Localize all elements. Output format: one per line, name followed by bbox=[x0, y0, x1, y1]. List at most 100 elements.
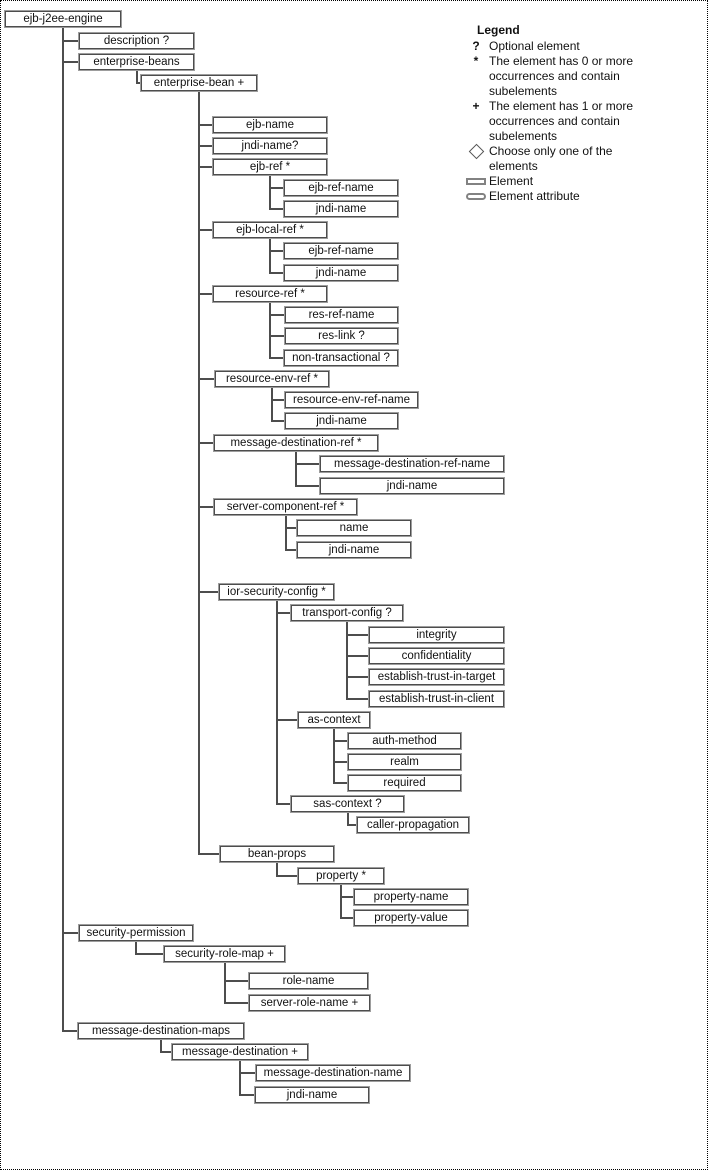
connector-line bbox=[346, 634, 369, 636]
connector-line bbox=[276, 612, 291, 614]
connector-line bbox=[269, 187, 284, 189]
connector-line bbox=[269, 250, 284, 252]
tree-node-sas-context: sas-context ? bbox=[291, 796, 404, 812]
legend: Legend ?Optional element*The element has… bbox=[463, 23, 689, 204]
tree-node-integrity: integrity bbox=[369, 627, 504, 643]
connector-line bbox=[333, 740, 348, 742]
connector-line bbox=[346, 676, 369, 678]
connector-line bbox=[333, 782, 348, 784]
legend-item-label: Choose only one of the elements bbox=[489, 144, 613, 173]
connector-line bbox=[62, 61, 79, 63]
tree-node-establish-trust-in-target: establish-trust-in-target bbox=[369, 669, 504, 685]
connector-line bbox=[271, 420, 285, 422]
connector-line bbox=[198, 591, 219, 593]
tree-node-non-transactional: non-transactional ? bbox=[284, 350, 398, 366]
connector-line bbox=[239, 1061, 241, 1096]
connector-line bbox=[198, 442, 214, 444]
tree-node-caller-propagation: caller-propagation bbox=[357, 817, 469, 833]
tree-node-resource-env-ref-name: resource-env-ref-name bbox=[285, 392, 418, 408]
tree-node-resource-ref: resource-ref * bbox=[213, 286, 327, 302]
connector-line bbox=[239, 1094, 255, 1096]
tree-node-transport-config: transport-config ? bbox=[291, 605, 403, 621]
connector-line bbox=[224, 963, 226, 1004]
tree-node-description: description ? bbox=[79, 33, 194, 49]
connector-line bbox=[239, 1072, 256, 1074]
legend-item: *The element has 0 or more occurrences a… bbox=[463, 54, 689, 99]
connector-line bbox=[276, 803, 291, 805]
element-attribute-box-icon bbox=[466, 193, 486, 200]
tree-node-ejb-ref-name-2: ejb-ref-name bbox=[284, 243, 398, 259]
connector-line bbox=[276, 863, 278, 877]
tree-node-message-destination-ref: message-destination-ref * bbox=[214, 435, 378, 451]
tree-node-jndi-name-7: jndi-name bbox=[255, 1087, 369, 1103]
connector-line bbox=[198, 506, 214, 508]
connector-line bbox=[224, 980, 249, 982]
connector-line bbox=[340, 885, 342, 919]
tree-node-required: required bbox=[348, 775, 461, 791]
tree-node-bean-props: bean-props bbox=[220, 846, 334, 862]
tree-node-property-value: property-value bbox=[354, 910, 468, 926]
tree-node-server-role-name: server-role-name + bbox=[249, 995, 370, 1011]
tree-node-jndi-name-2: jndi-name bbox=[284, 201, 398, 217]
connector-line bbox=[346, 622, 348, 700]
tree-node-enterprise-beans: enterprise-beans bbox=[79, 54, 194, 70]
tree-node-message-destination-ref-name: message-destination-ref-name bbox=[320, 456, 504, 472]
tree-node-ejb-name: ejb-name bbox=[213, 117, 327, 133]
connector-line bbox=[198, 853, 220, 855]
tree-node-resource-env-ref: resource-env-ref * bbox=[215, 371, 329, 387]
question-mark-icon: ? bbox=[472, 39, 480, 53]
connector-line bbox=[346, 698, 369, 700]
tree-node-establish-trust-in-client: establish-trust-in-client bbox=[369, 691, 504, 707]
connector-line bbox=[198, 378, 215, 380]
element-box-icon bbox=[463, 174, 489, 185]
tree-node-ior-security-config: ior-security-config * bbox=[219, 584, 334, 600]
connector-line bbox=[295, 452, 297, 487]
connector-line bbox=[198, 124, 213, 126]
connector-line bbox=[62, 40, 79, 42]
diamond-icon bbox=[463, 143, 489, 160]
connector-line bbox=[347, 824, 357, 826]
tree-node-message-destination-maps: message-destination-maps bbox=[78, 1023, 244, 1039]
connector-line bbox=[160, 1040, 162, 1053]
plus-icon: + bbox=[472, 99, 480, 113]
connector-line bbox=[198, 166, 213, 168]
connector-line bbox=[295, 463, 320, 465]
legend-item-label: Element bbox=[489, 174, 534, 188]
connector-line bbox=[269, 314, 285, 316]
tree-node-realm: realm bbox=[348, 754, 461, 770]
legend-title: Legend bbox=[477, 23, 520, 37]
legend-item-label: The element has 1 or more occurrences an… bbox=[489, 99, 634, 143]
connector-line bbox=[198, 145, 213, 147]
tree-node-security-permission: security-permission bbox=[79, 925, 193, 941]
connector-line bbox=[269, 239, 271, 274]
connector-line bbox=[135, 953, 164, 955]
connector-line bbox=[135, 942, 137, 955]
connector-line bbox=[62, 28, 64, 1032]
connector-line bbox=[276, 719, 298, 721]
tree-node-message-destination: message-destination + bbox=[172, 1044, 308, 1060]
legend-item: + The element has 1 or more occurrences a… bbox=[463, 99, 689, 144]
connector-line bbox=[333, 761, 348, 763]
tree-node-ejb-ref-name-1: ejb-ref-name bbox=[284, 180, 398, 196]
tree-node-jndi-name-3: jndi-name bbox=[284, 265, 398, 281]
connector-line bbox=[333, 729, 335, 784]
connector-line bbox=[269, 303, 271, 359]
asterisk-icon: * bbox=[473, 54, 479, 68]
tree-node-jndi-name-6: jndi-name bbox=[297, 542, 411, 558]
connector-line bbox=[340, 896, 354, 898]
connector-line bbox=[62, 1030, 78, 1032]
legend-item: Element bbox=[463, 174, 689, 189]
connector-line bbox=[285, 527, 297, 529]
legend-item: ?Optional element bbox=[463, 39, 689, 54]
tree-node-property: property * bbox=[298, 868, 384, 884]
tree-node-ejb-ref: ejb-ref * bbox=[213, 159, 327, 175]
tree-node-confidentiality: confidentiality bbox=[369, 648, 504, 664]
connector-line bbox=[62, 932, 79, 934]
element-box-icon bbox=[466, 178, 486, 185]
tree-node-jndi-name-5: jndi-name bbox=[320, 478, 504, 494]
tree-node-security-role-map: security-role-map + bbox=[164, 946, 285, 962]
tree-node-root: ejb-j2ee-engine bbox=[5, 11, 121, 27]
connector-line bbox=[340, 917, 354, 919]
connector-line bbox=[136, 71, 138, 84]
